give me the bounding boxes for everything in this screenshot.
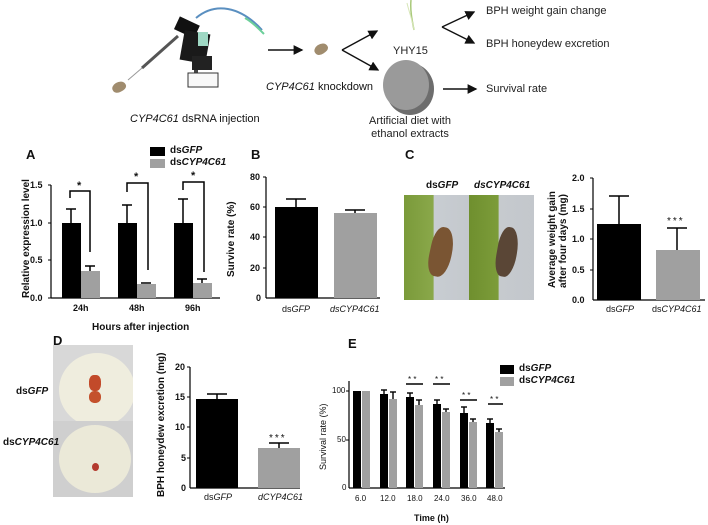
x-tick: 18.0 <box>407 494 423 503</box>
outcome-weight-gain: BPH weight gain change <box>486 5 607 17</box>
x-tick: 96h <box>185 303 201 313</box>
diet-label-line2: ethanol extracts <box>371 128 449 140</box>
legend-label-dscyp4c61: dsCYP4C61 <box>170 157 227 168</box>
x-tick: 48.0 <box>487 494 503 503</box>
y-tick: 60 <box>250 202 261 212</box>
y-tick: 0 <box>342 483 347 492</box>
photo-label-dscyp4c61: dsCYP4C61 <box>474 180 531 191</box>
y-tick: 100 <box>332 386 346 395</box>
bph-photo-dsgfp <box>404 195 469 300</box>
bph-photo-dscyp4c61 <box>469 195 534 300</box>
knockdown-label: CYP4C61 knockdown <box>266 81 373 93</box>
x-tick-dsgfp: dsGFP <box>606 304 635 314</box>
significance-stars: *** <box>269 433 287 444</box>
y-tick: 15 <box>175 392 186 402</box>
y-tick: 0.5 <box>572 265 585 275</box>
x-tick-dscyp4c61: dsCYP4C61 <box>652 304 702 314</box>
legend-label-dscyp4c61: dsCYP4C61 <box>519 375 576 386</box>
x-axis-label: Hours after injection <box>92 322 190 333</box>
honeydew-photo-dsgfp <box>53 345 133 421</box>
significance-star-96h: * <box>191 170 196 182</box>
gene-name: CYP4C61 <box>130 113 179 125</box>
y-tick: 0.0 <box>572 295 585 305</box>
panel-letter-c: C <box>405 147 415 162</box>
photo-label-dscyp4c61: dsCYP4C61 <box>3 437 60 448</box>
y-tick: 0.0 <box>30 293 43 303</box>
x-tick: 24.0 <box>434 494 450 503</box>
knockdown-text: knockdown <box>314 81 374 93</box>
honeydew-spot <box>92 463 99 471</box>
legend-swatch-dscyp4c61 <box>500 377 514 386</box>
significance-stars-48h: * * <box>490 395 499 404</box>
x-tick: 36.0 <box>461 494 477 503</box>
y-tick: 20 <box>250 263 261 273</box>
diet-label-line1: Artificial diet with <box>369 115 451 127</box>
panel-letter-a: A <box>26 147 36 162</box>
panel-letter-e: E <box>348 336 357 351</box>
panel-letter-d: D <box>53 333 63 348</box>
y-tick: 0.5 <box>30 255 43 265</box>
y-tick: 0 <box>256 293 262 303</box>
gene-name: CYP4C61 <box>266 81 315 93</box>
injection-label: CYP4C61 dsRNA injection <box>130 113 260 125</box>
panel-letter-b: B <box>251 147 261 162</box>
outcome-survival: Survival rate <box>486 83 548 95</box>
significance-stars-36h: * * <box>462 391 471 400</box>
y-tick: 40 <box>250 232 261 242</box>
x-tick: 24h <box>73 303 89 313</box>
x-tick-dsgfp: dsGFP <box>204 492 233 502</box>
honeydew-photo-dscyp4c61 <box>53 421 133 497</box>
x-tick: 6.0 <box>355 494 367 503</box>
legend-label-dsgfp: dsGFP <box>519 363 552 374</box>
legend-swatch-dsgfp <box>150 147 165 156</box>
x-tick-dscyp4c61: dsCYP4C61 <box>330 304 380 314</box>
y-tick: 10 <box>175 422 186 432</box>
y-tick: 0 <box>181 483 187 493</box>
legend-swatch-dsgfp <box>500 365 514 374</box>
legend-swatch-dscyp4c61 <box>150 159 165 168</box>
outcome-honeydew: BPH honeydew excretion <box>486 38 610 50</box>
x-axis-label: Time (h) <box>414 513 449 523</box>
y-tick: 1.5 <box>30 180 43 190</box>
injection-text: dsRNA injection <box>178 113 260 125</box>
y-tick: 1.5 <box>572 204 585 214</box>
filter-paper <box>59 425 131 493</box>
photo-label-dsgfp: dsGFP <box>16 386 49 397</box>
y-tick: 2.0 <box>572 173 585 183</box>
x-tick-dsgfp: dsGFP <box>282 304 311 314</box>
y-tick: 50 <box>337 435 346 444</box>
x-tick: 12.0 <box>380 494 396 503</box>
photo-label-dsgfp: dsGFP <box>426 180 459 191</box>
significance-stars-18h: * * <box>408 375 417 384</box>
y-axis-label: Survival rate (%) <box>318 403 328 470</box>
y-tick: 1.0 <box>30 218 43 228</box>
x-tick: 48h <box>129 303 145 313</box>
plant-label: YHY15 <box>393 45 428 57</box>
y-tick: 80 <box>250 172 261 182</box>
y-tick: 1.0 <box>572 234 585 244</box>
honeydew-spot <box>89 375 101 391</box>
significance-star-48h: * <box>134 171 139 183</box>
y-tick: 5 <box>181 453 187 463</box>
significance-stars-24h: * * <box>435 375 444 384</box>
y-tick: 20 <box>175 362 186 372</box>
honeydew-spot <box>89 391 101 403</box>
legend-label-dsgfp: dsGFP <box>170 145 203 156</box>
diet-label: Artificial diet with ethanol extracts <box>369 115 451 141</box>
significance-star-24h: * <box>77 180 82 192</box>
significance-stars: *** <box>667 216 685 227</box>
x-tick-dcyp4c61: dCYP4C61 <box>258 492 304 502</box>
